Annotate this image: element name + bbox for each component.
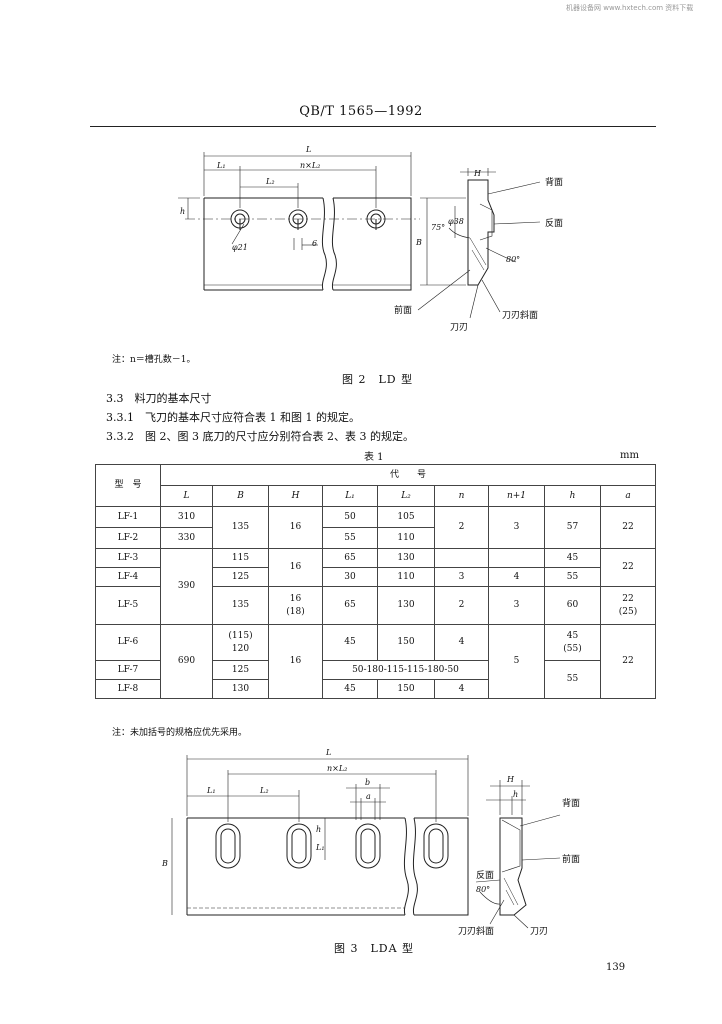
- th-H: H: [268, 485, 323, 507]
- th-B: B: [212, 485, 269, 507]
- fig2-label-edge: 刀刃: [450, 323, 468, 333]
- fig3-label-back: 背面: [562, 797, 580, 809]
- fig2-label-reverse: 反面: [545, 218, 563, 229]
- watermark: 机器设备网 www.hxtech.com 资料下载: [566, 4, 694, 12]
- th-h: h: [544, 485, 601, 507]
- section-3-3-1: 3.3.1 飞刀的基本尺寸应符合表 1 和图 1 的规定。: [106, 411, 360, 424]
- fig2-label-L1: L₁: [216, 161, 226, 170]
- fig2-label-phi21: φ21: [232, 243, 248, 252]
- table1-unit: mm: [620, 450, 639, 461]
- fig2-label-L: L: [305, 145, 311, 154]
- fig3-label-nL2: n×L₂: [327, 764, 347, 773]
- fig2-label-front: 前面: [394, 304, 412, 316]
- fig3-label-L2: L₂: [259, 786, 269, 795]
- table-row: LF-8 130 45 150 4: [95, 679, 656, 699]
- fig2-label-L2: L₂: [265, 177, 275, 186]
- fig3-caption: 图 3 LDA 型: [334, 942, 415, 955]
- figure-3-lda-drawing: L n×L₂ L₁ L₂ b a h L₁ B H h 80° 背面 前面 反面…: [161, 748, 580, 936]
- fig2-label-edge-bevel: 刀刃斜面: [502, 309, 538, 321]
- page-header: QB/T 1565—1992: [299, 104, 423, 119]
- fig3-label-front: 前面: [562, 853, 580, 865]
- fig3-label-h: h: [316, 825, 321, 834]
- figure-2-ld-drawing: L L₁ n×L₂ L₂ h φ21 6 H B φ38 75° 80° 背面 …: [178, 145, 563, 333]
- table-row: LF-4 125 30 110 3 4 55: [95, 567, 656, 587]
- th-code: 代 号: [159, 464, 657, 486]
- fig3-label-edge-bevel: 刀刃斜面: [458, 925, 494, 936]
- table-row: LF-7 125 50-180-115-115-180-50 55: [95, 660, 656, 699]
- fig2-label-h: h: [180, 207, 185, 216]
- table-1: 型 号 代 号 L B H L₁ L₂ n n+1 h a LF-1 310 1…: [95, 464, 657, 699]
- fig2-label-75: 75°: [431, 223, 445, 232]
- table-row: LF-5 135 16(18) 65 130 2 3 60 22(25): [95, 586, 657, 625]
- fig3-label-h-side: h: [513, 790, 518, 799]
- th-L1: L₁: [322, 485, 378, 507]
- table-row: LF-6 690 (115)120 16 45 150 4 5 45(55) 2…: [95, 624, 657, 699]
- section-3-3: 3.3 料刀的基本尺寸: [106, 392, 212, 405]
- fig3-label-80: 80°: [476, 885, 490, 894]
- fig3-label-reverse: 反面: [476, 870, 494, 881]
- table1-title: 表 1: [364, 452, 384, 463]
- fig2-label-80: 80°: [506, 255, 520, 264]
- fig2-label-back: 背面: [545, 176, 563, 188]
- fig2-note: 注：n＝槽孔数－1。: [112, 355, 196, 365]
- th-L: L: [160, 485, 213, 507]
- th-model: 型 号: [95, 464, 161, 507]
- fig3-label-H: H: [506, 775, 515, 784]
- section-3-3-2: 3.3.2 图 2、图 3 底刀的尺寸应分别符合表 2、表 3 的规定。: [106, 430, 414, 443]
- th-n: n: [434, 485, 489, 507]
- fig3-label-L1: L₁: [206, 786, 216, 795]
- fig2-label-6: 6: [312, 239, 317, 248]
- fig3-label-L1-vertical: L₁: [315, 843, 325, 852]
- fig3-label-edge: 刀刃: [530, 927, 548, 936]
- th-L2: L₂: [377, 485, 435, 507]
- fig2-label-phi38: φ38: [448, 217, 464, 226]
- fig3-label-a: a: [366, 792, 371, 801]
- table-row: LF-1 310 135 16 50 105 2 3 57 22: [95, 506, 657, 549]
- header-rule: [90, 126, 656, 127]
- fig2-label-nL2: n×L₂: [300, 161, 320, 170]
- fig3-label-L: L: [325, 748, 331, 757]
- fig3-label-B: B: [161, 859, 168, 868]
- table1-note: 注：未加括号的规格应优先采用。: [112, 728, 248, 738]
- fig2-label-H: H: [473, 169, 482, 178]
- table-row: LF-3 390 115 16 65 130 45 22: [95, 548, 657, 625]
- fig2-label-B: B: [415, 238, 422, 247]
- fig3-label-b: b: [365, 778, 370, 787]
- th-a: a: [599, 485, 657, 507]
- th-n1: n+1: [488, 485, 545, 507]
- page-number: 139: [606, 962, 626, 973]
- fig2-caption: 图 2 LD 型: [342, 373, 414, 386]
